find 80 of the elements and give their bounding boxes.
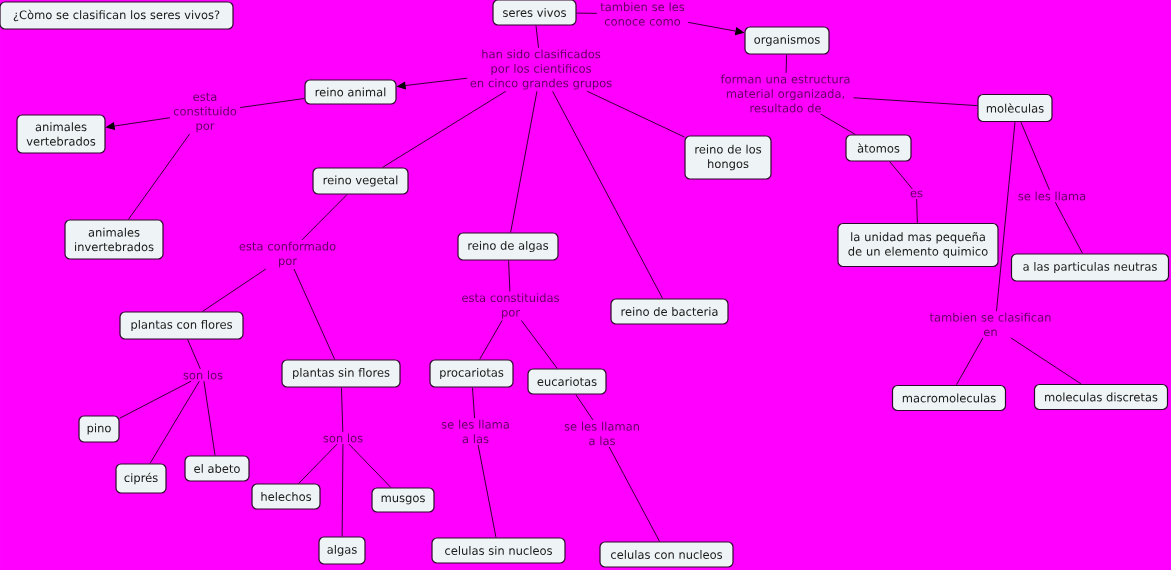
concept-box: procariotas [429,359,514,388]
connector-line [203,380,216,456]
arrow [687,21,744,35]
concept-box: reino vegetal [312,167,409,195]
concept-box: macromoleculas [891,384,1007,412]
connector-line [301,194,348,241]
connector-line [996,121,1016,312]
connector-line [119,380,192,419]
concept-box: animales invertebrados [64,219,164,260]
linking-phrase: se les llama [1018,191,1086,201]
connector-line [202,268,267,312]
concept-box: reino de algas [457,232,559,261]
linking-phrase: son los [323,433,363,443]
connector-line [1020,121,1050,191]
connector-line [340,387,344,433]
title-box: ¿Còmo se clasifican los seres vivos? [0,1,234,30]
connector-line [785,54,788,74]
linking-phrase: esta conformado por [239,241,336,268]
connector-line [472,387,476,419]
connector-line [535,25,540,49]
connector-line [479,320,503,360]
linking-phrase: esta constituido por [173,92,237,133]
linking-phrase: tambien se clasifican en [929,312,1051,337]
connector-line [575,394,594,421]
connector-line [510,90,538,233]
connector-line [955,337,984,386]
concept-box: reino de los hongos [684,135,772,180]
concept-box: plantas sin flores [281,359,401,388]
arrow [397,77,468,90]
linking-phrase: han sido clasificados por los cientificos en cinco grandes grupos [470,49,612,90]
connector-line [127,133,191,220]
connector-line [477,444,497,538]
connector-line [1054,201,1083,254]
concept-box: helechos [251,483,321,510]
concept-box: animales vertebrados [16,114,106,154]
connector-line [293,268,336,360]
connector-line [608,446,661,542]
concept-box: reino de bacteria [610,298,729,325]
concept-box: la unidad mas pequeña de un elemento quimico [837,222,999,268]
connector-line [853,97,978,107]
connector-line [552,90,664,299]
linking-phrase: se les llama a las [441,419,509,444]
connector-line [149,380,200,464]
concept-box: seres vivos [492,0,577,26]
concept-box: el abeto [184,455,250,482]
concept-box: reino animal [304,79,397,105]
linking-phrase: se les llaman a las [564,421,639,446]
concept-box: ciprés [115,463,167,494]
linking-phrase: esta constituidas por [462,293,559,319]
connector-line [508,260,511,292]
linking-phrase: forman una estructura material organizada, resultado de [720,74,850,113]
linking-phrase: son los [183,370,223,380]
connector-line [586,90,685,138]
connector-line [298,443,338,484]
connector-line [239,98,305,109]
concept-box: pino [78,415,120,443]
linking-phrase: tambien se les conoce como [600,2,685,26]
connector-line [820,113,856,135]
connector-line [341,443,344,537]
concept-box: celulas sin nucleos [431,537,566,564]
connector-line [382,90,507,168]
arrow [106,117,171,130]
concept-box: eucariotas [527,368,607,395]
connector-line [187,339,201,370]
linking-phrase: es [910,190,923,198]
concept-box: celulas con nucleos [599,541,734,568]
concept-box: molèculas [977,93,1053,123]
connector-line [576,12,598,14]
concept-box: musgos [371,487,435,513]
concept-box: a las particulas neutras [1010,253,1170,282]
connector-line [520,320,558,369]
connector-line [916,198,918,224]
concept-box: organismos [744,26,830,55]
connector-line [1010,337,1082,385]
concept-box: moleculas discretas [1033,383,1169,411]
connector-line [348,443,392,488]
concept-box: àtomos [845,134,912,162]
connector-line [889,161,913,190]
concept-box: algas [318,536,366,565]
concept-box: plantas con flores [119,311,244,340]
